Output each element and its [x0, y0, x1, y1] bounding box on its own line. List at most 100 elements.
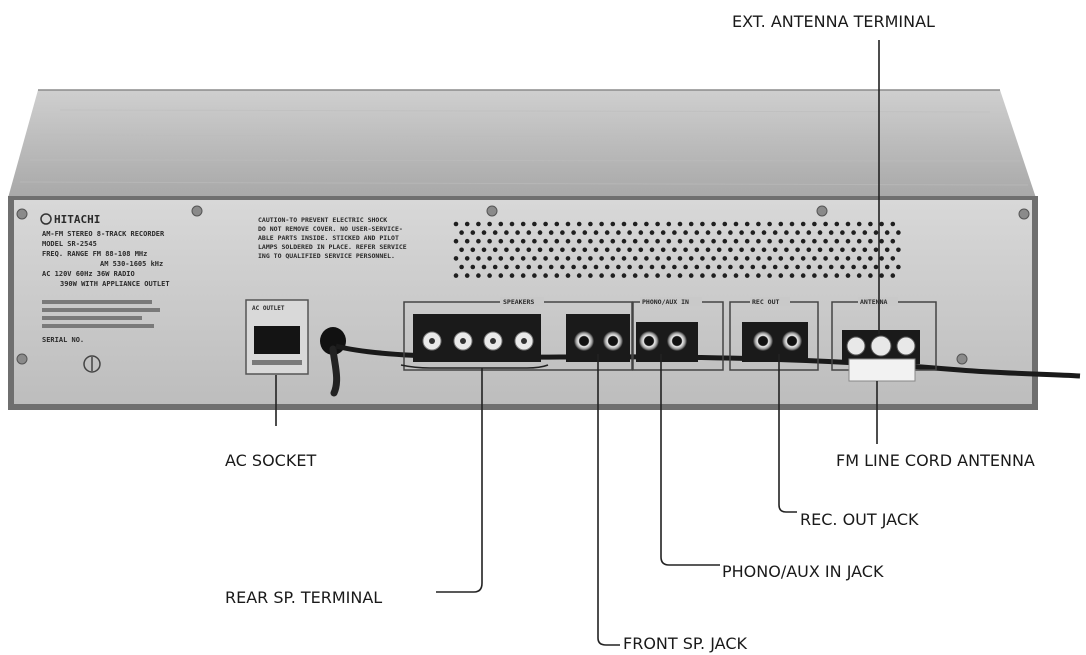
vent-hole	[873, 264, 879, 270]
vent-hole	[560, 264, 565, 270]
callout-ac-socket: AC SOCKET	[225, 451, 316, 470]
rec-out-block: REC OUT	[729, 297, 819, 371]
model-plate-line: AM 530-1605 kHz	[100, 260, 163, 268]
vent-hole	[576, 238, 582, 244]
power-cord	[320, 327, 1081, 397]
vent-hole	[873, 247, 879, 253]
vent-hole	[795, 230, 800, 235]
phono-aux-in-block: PHONO/AUX IN	[632, 297, 724, 371]
vent-hole	[672, 230, 677, 235]
vent-hole	[627, 247, 632, 253]
vent-hole	[711, 273, 716, 278]
caution-line: CAUTION-TO PREVENT ELECTRIC SHOCK	[258, 216, 387, 224]
vent-hole	[599, 221, 604, 227]
vent-hole	[571, 264, 576, 270]
vent-hole	[504, 247, 509, 253]
vent-hole	[588, 221, 593, 227]
vent-hole	[498, 273, 504, 278]
vent-hole	[492, 230, 498, 235]
vent-hole	[694, 264, 700, 270]
fm-line-cord-clip	[848, 358, 916, 382]
vent-hole	[761, 230, 767, 235]
vent-hole	[733, 221, 739, 227]
vent-hole	[828, 264, 834, 270]
vent-hole	[711, 256, 716, 261]
vent-hole	[638, 230, 644, 235]
vent-hole	[744, 221, 750, 227]
vent-hole	[655, 238, 660, 244]
vent-hole	[823, 256, 828, 261]
vent-hole	[526, 264, 532, 270]
vent-hole	[481, 230, 487, 235]
vent-hole	[515, 264, 520, 270]
vent-hole	[851, 230, 856, 235]
vent-hole	[554, 238, 560, 244]
vent-hole	[868, 256, 873, 261]
vent-hole	[828, 230, 834, 235]
antenna-terminal-block: ANTENNA	[831, 297, 937, 382]
vent-hole	[509, 256, 515, 261]
vent-hole	[856, 273, 862, 278]
vent-hole	[571, 247, 576, 253]
vent-hole	[487, 273, 492, 278]
vent-hole	[705, 230, 711, 235]
vent-hole	[453, 238, 459, 244]
vent-hole	[778, 238, 784, 244]
callout-rec-out-jack: REC. OUT JACK	[800, 510, 919, 529]
vent-hole	[756, 221, 761, 227]
panel-screw-icons	[16, 205, 1030, 365]
vent-hole	[476, 256, 481, 261]
vent-hole	[716, 230, 722, 235]
caution-label: CAUTION-TO PREVENT ELECTRIC SHOCK DO NOT…	[258, 216, 407, 260]
vent-hole	[632, 238, 638, 244]
vent-hole	[784, 264, 789, 270]
vent-hole	[806, 247, 812, 253]
vent-hole	[526, 230, 532, 235]
vent-hole	[795, 247, 800, 253]
caution-line: LAMPS SOLDERED IN PLACE. REFER SERVICE	[258, 243, 407, 251]
vent-hole	[537, 230, 543, 235]
vent-hole	[537, 264, 543, 270]
vent-hole	[879, 256, 884, 261]
vent-hole	[672, 247, 677, 253]
vent-hole	[817, 247, 823, 253]
woodgrain	[19, 109, 1029, 186]
ventilation-grille	[453, 221, 901, 278]
ac-socket-icon	[254, 326, 300, 354]
vent-hole	[666, 256, 672, 261]
vent-hole	[498, 221, 504, 227]
vent-hole	[604, 247, 610, 253]
vent-hole	[554, 256, 560, 261]
vent-hole	[509, 221, 515, 227]
vent-hole	[688, 273, 694, 278]
vent-hole	[470, 247, 476, 253]
vent-hole	[711, 238, 716, 244]
callout-front-sp-jack: FRONT SP. JACK	[623, 634, 748, 653]
vent-hole	[845, 256, 851, 261]
vent-hole	[599, 256, 604, 261]
vent-hole	[789, 221, 795, 227]
vent-hole	[823, 273, 828, 278]
vent-hole	[644, 256, 649, 261]
vent-hole	[834, 221, 840, 227]
vent-hole	[823, 221, 828, 227]
vent-hole	[744, 273, 750, 278]
vent-hole	[716, 247, 722, 253]
model-plate: HITACHI AM-FM STEREO 8-TRACK RECORDER MO…	[40, 213, 170, 373]
vent-hole	[761, 247, 767, 253]
vent-hole	[778, 256, 784, 261]
vent-hole	[548, 230, 554, 235]
vent-hole	[728, 264, 733, 270]
vent-hole	[812, 256, 817, 261]
vent-hole	[705, 247, 711, 253]
vent-hole	[616, 247, 621, 253]
vent-hole	[711, 221, 716, 227]
vent-hole	[464, 273, 470, 278]
vent-hole	[632, 221, 638, 227]
vent-hole	[593, 264, 599, 270]
vent-hole	[879, 221, 884, 227]
vent-hole	[588, 273, 593, 278]
vent-hole	[470, 230, 476, 235]
vent-hole	[772, 264, 778, 270]
vent-hole	[688, 256, 694, 261]
